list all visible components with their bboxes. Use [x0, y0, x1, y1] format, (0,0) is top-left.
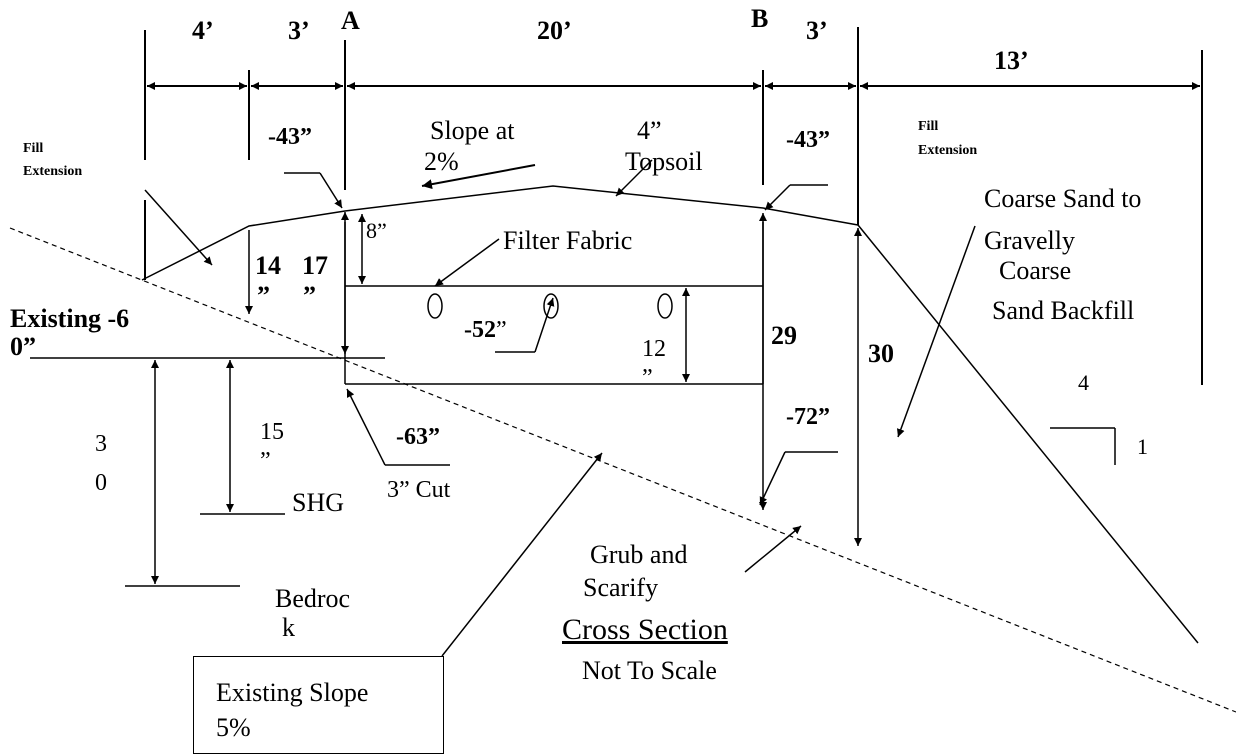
depth-8in-label: 8” [366, 218, 387, 243]
depth-29-label: 29 [771, 321, 797, 350]
diagram-title: Cross Section [562, 613, 728, 646]
backfill-label-line2: Gravelly [984, 226, 1075, 255]
dim-label-13ft: 13’ [994, 46, 1029, 75]
finished-grade-line [141, 185, 859, 281]
slope-at-label: Slope at [430, 116, 515, 145]
scarify-label: Scarify [583, 573, 659, 602]
pipe-right [657, 293, 673, 319]
slope-ratio-run: 4 [1078, 370, 1089, 395]
cut-label: 3” Cut [387, 477, 451, 503]
fill-label-left: Fill [23, 141, 44, 156]
existing-slope-callout-box: Existing Slope 5% [193, 656, 444, 754]
grade-left-shoulder: -43” [268, 124, 312, 150]
dim-label-20ft: 20’ [537, 16, 572, 45]
slope-direction-arrow [421, 164, 536, 190]
depth-14-label: 14 [255, 251, 281, 280]
point-b-label: B [751, 4, 769, 33]
grub-label: Grub and [590, 540, 688, 569]
leader-topsoil [615, 159, 653, 197]
filter-fabric-label: Filter Fabric [503, 226, 633, 255]
depth-30-label: 30 [868, 339, 894, 368]
depth-12-label: 12 [642, 336, 666, 362]
leader-fill-extension-left [144, 189, 213, 266]
depth-30-left-digit-b: 0 [95, 470, 107, 496]
dim-label-3ft-left: 3’ [288, 16, 310, 45]
grade-right-shoulder: -43” [786, 127, 830, 153]
bedrock-label: Bedroc [275, 584, 351, 613]
bedrock-label-tail: k [282, 613, 295, 642]
dim-label-3ft-right: 3’ [806, 16, 828, 45]
shg-label: SHG [292, 488, 345, 517]
fill-slope-right [857, 224, 1199, 644]
backfill-label-line3: Coarse [999, 256, 1072, 285]
fabric-bottom-grade-label: -52” [464, 317, 507, 343]
diagram-subtitle: Not To Scale [582, 656, 717, 685]
topsoil-label: Topsoil [625, 147, 703, 176]
leader-left-shoulder [319, 172, 343, 209]
cut-grade-label: -63” [396, 424, 440, 450]
depth-14-mark: ” [257, 281, 270, 310]
depth-17-mark: ” [303, 281, 316, 310]
leader-pipe [534, 297, 555, 353]
leader-existing-slope [441, 452, 603, 657]
depth-15-label: 15 [260, 419, 284, 445]
existing-slope-line2: 5% [216, 713, 251, 742]
point-a-label: A [341, 6, 360, 35]
depth-12-mark: ” [642, 365, 653, 391]
leader-filter-fabric [434, 238, 500, 287]
leader-grub [744, 525, 802, 573]
leader-toe [759, 451, 786, 506]
slope-ratio-rise: 1 [1137, 434, 1148, 459]
extension-label-right: Extension [918, 143, 978, 158]
backfill-label-line4: Sand Backfill [992, 296, 1135, 325]
toe-grade-label: -72” [786, 404, 830, 430]
pipe-center [543, 293, 559, 319]
extension-label-left: Extension [23, 164, 83, 179]
existing-grade-label: Existing -60” [10, 304, 130, 361]
depth-17-label: 17 [302, 251, 328, 280]
depth-15-mark: ” [260, 448, 271, 474]
pipe-left [427, 293, 443, 319]
topsoil-depth-label: 4” [637, 116, 662, 145]
slope-percent-label: 2% [424, 147, 459, 176]
fill-label-right: Fill [918, 119, 939, 134]
depth-30-left-digit-a: 3 [95, 431, 107, 457]
leader-backfill [896, 225, 976, 438]
existing-slope-line [9, 227, 1236, 713]
leader-cut [346, 388, 386, 466]
backfill-label-line1: Coarse Sand to [984, 184, 1142, 213]
dim-label-4ft: 4’ [192, 16, 214, 45]
leader-right-shoulder [764, 184, 791, 211]
existing-slope-line1: Existing Slope [216, 678, 369, 707]
